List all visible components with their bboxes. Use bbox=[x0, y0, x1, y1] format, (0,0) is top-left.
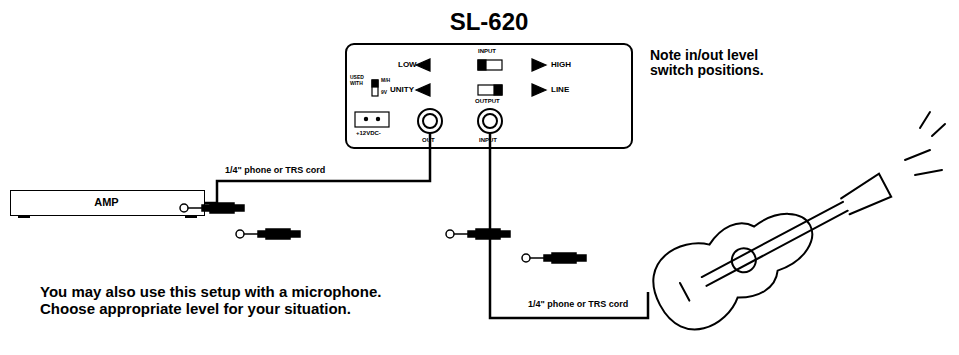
panel-label: 9V bbox=[381, 90, 387, 96]
panel-label: USED WITH bbox=[350, 75, 370, 86]
guitar-drawing bbox=[640, 112, 945, 342]
panel-label: OUT bbox=[422, 137, 435, 144]
guitar-cord bbox=[490, 133, 648, 318]
cord-label: 1/4" phone or TRS cord bbox=[528, 300, 628, 310]
amp-label: AMP bbox=[94, 196, 118, 208]
panel-label: HIGH bbox=[551, 61, 571, 70]
panel-label: OUTPUT bbox=[475, 98, 500, 105]
device-panel: SL-620 bbox=[345, 43, 633, 149]
panel-controls bbox=[355, 59, 546, 133]
cord-label: 1/4" phone or TRS cord bbox=[223, 166, 327, 176]
phone-plugs bbox=[180, 203, 586, 263]
note: Note in/out level switch positions. bbox=[650, 48, 800, 79]
panel-label: +12VDC- bbox=[356, 130, 381, 137]
device-title: SL-620 bbox=[450, 9, 529, 35]
note: You may also use this setup with a micro… bbox=[40, 284, 440, 317]
cord bbox=[205, 133, 430, 203]
panel-label: INPUT bbox=[478, 48, 496, 55]
panel-label: UNITY bbox=[390, 86, 414, 95]
amp-box: AMP bbox=[10, 190, 205, 216]
panel-label: M/H bbox=[381, 78, 390, 84]
panel-label: LINE bbox=[551, 86, 569, 95]
panel-label: INPUT bbox=[479, 137, 497, 144]
panel-label: LOW bbox=[398, 61, 417, 70]
